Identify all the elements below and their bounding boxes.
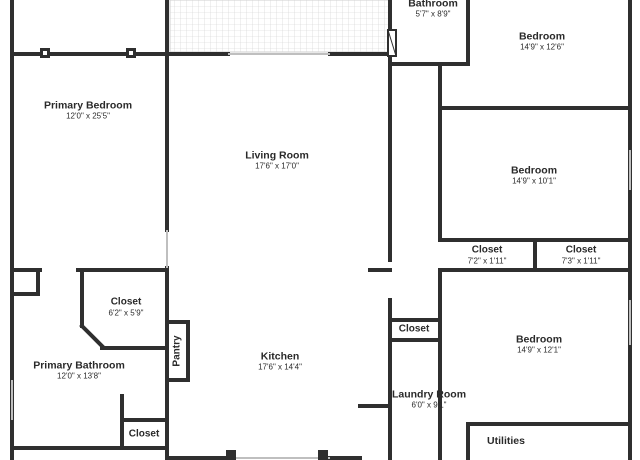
room-name: Bedroom: [518, 30, 566, 43]
room-name: Primary Bedroom: [43, 99, 133, 112]
room-bathroom-top: Bathroom 5'7" x 8'9": [408, 0, 458, 19]
room-bedroom-top: Bedroom 14'9" x 12'6": [519, 30, 565, 51]
room-name: Closet: [110, 296, 142, 308]
room-closet-primary: Closet 6'2" x 5'9": [109, 297, 144, 318]
patio-grid-icon: [169, 0, 391, 53]
room-name: Kitchen: [260, 350, 300, 363]
room-closet-bottom: Closet: [129, 428, 160, 440]
room-name: Bathroom: [408, 0, 458, 10]
walls: [10, 0, 632, 460]
room-dims: 6'0" x 9'1": [411, 400, 447, 410]
room-name: Closet: [471, 244, 503, 256]
room-closet-hall: Closet: [399, 323, 430, 335]
room-living-room: Living Room 17'6" x 17'0": [245, 149, 309, 170]
room-pantry: Pantry: [171, 335, 183, 366]
room-dims: 12'0" x 25'5": [66, 111, 110, 121]
room-dims: 7'2" x 1'11": [467, 256, 507, 266]
room-laundry-room: Laundry Room 6'0" x 9'1": [392, 388, 466, 409]
room-name: Bedroom: [510, 164, 558, 177]
room-bedroom-mid: Bedroom 14'9" x 10'1": [511, 164, 557, 185]
room-dims: 14'9" x 12'1": [517, 345, 561, 355]
room-dims: 14'9" x 12'6": [520, 42, 564, 52]
room-utilities: Utilities: [487, 435, 525, 447]
room-dims: 6'2" x 5'9": [108, 308, 144, 318]
room-primary-bathroom: Primary Bathroom 12'0" x 13'8": [33, 359, 125, 380]
room-name: Primary Bathroom: [33, 359, 125, 372]
room-dims: 7'3" x 1'11": [561, 256, 601, 266]
room-dims: 17'6" x 14'4": [258, 362, 302, 372]
room-primary-bedroom: Primary Bedroom 12'0" x 25'5": [44, 99, 132, 120]
room-closet-b: Closet 7'3" x 1'11": [562, 245, 601, 266]
room-name: Closet: [565, 244, 597, 256]
room-kitchen: Kitchen 17'6" x 14'4": [258, 350, 302, 371]
room-name: Utilities: [487, 434, 525, 447]
room-name: Living Room: [245, 149, 309, 162]
room-dims: 14'9" x 10'1": [512, 176, 556, 186]
windows: [11, 53, 631, 459]
room-dims: 17'6" x 17'0": [255, 161, 299, 171]
room-name: Bedroom: [515, 333, 563, 346]
room-name: Laundry Room: [391, 388, 467, 401]
room-name: Closet: [398, 323, 430, 335]
room-bedroom-bottom: Bedroom 14'9" x 12'1": [516, 333, 562, 354]
room-name: Pantry: [171, 335, 183, 367]
room-dims: 5'7" x 8'9": [415, 9, 451, 19]
room-name: Closet: [128, 428, 160, 440]
room-dims: 12'0" x 13'8": [57, 371, 101, 381]
room-closet-a: Closet 7'2" x 1'11": [468, 245, 507, 266]
